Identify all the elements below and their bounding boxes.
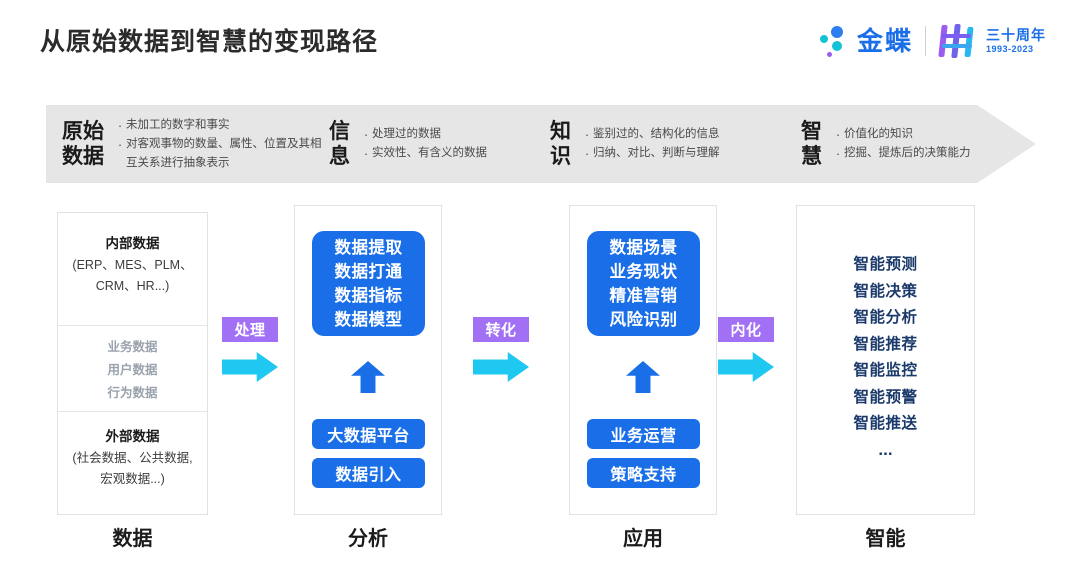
application-capability-box: 数据场景 业务现状 精准营销 风险识别	[587, 231, 700, 336]
segment-divider	[58, 325, 207, 326]
column-label-data: 数据	[112, 528, 153, 550]
card-analysis: 数据提取 数据打通 数据指标 数据模型 大数据平台 数据引入	[294, 205, 442, 515]
right-arrow-icon	[718, 352, 774, 382]
anniversary-label: 三十周年	[986, 27, 1046, 43]
column-label-application: 应用	[623, 528, 663, 550]
bullet-dot: ·	[363, 146, 369, 161]
card-data: 内部数据 (ERP、MES、PLM、 CRM、HR...) 业务数据 用户数据 …	[57, 212, 208, 515]
bullet-text: 处理过的数据	[372, 128, 441, 140]
list-item: 智能决策	[853, 282, 918, 300]
stage-banner-arrow	[46, 105, 1036, 183]
bullet-dot: ·	[117, 136, 123, 152]
up-arrow-icon	[351, 361, 385, 393]
stage-bullets: ·鉴别过的、结构化的信息 ·归纳、对比、判断与理解	[581, 125, 720, 163]
list-ellipsis: ...	[878, 439, 893, 459]
stage-bullets: ·价值化的知识 ·挖掘、提炼后的决策能力	[832, 125, 971, 163]
bullet-dot: ·	[835, 146, 841, 161]
segment-subtitle-line2: 宏观数据...)	[100, 472, 165, 486]
box-line: 数据指标	[334, 286, 403, 305]
segment-external-data: 外部数据 (社会数据、公共数据, 宏观数据...)	[58, 426, 207, 490]
stage-name: 原始数据	[62, 120, 104, 168]
column-label-intelligence: 智能	[865, 528, 906, 550]
anniversary-mark-icon	[938, 24, 978, 58]
bullet-dot: ·	[835, 127, 841, 142]
stage-name: 智慧	[801, 120, 822, 168]
stage-banner-content: 原始数据 ·未加工的数字和事实 ·对客观事物的数量、属性、位置及其相互关系进行抽…	[46, 105, 1036, 183]
bullet-text: 挖掘、提炼后的决策能力	[844, 147, 971, 159]
stage-name: 知识	[550, 120, 571, 168]
box-line: 数据打通	[334, 262, 403, 281]
connector-label: 内化	[718, 317, 774, 342]
bullet-dot: ·	[584, 127, 590, 142]
stage-name: 信息	[329, 120, 350, 168]
connector-label: 处理	[222, 317, 278, 342]
list-item: 智能推荐	[853, 335, 918, 353]
up-arrow-icon	[626, 361, 660, 393]
segment-item: 行为数据	[107, 386, 158, 400]
kingdee-logo: 金蝶 三十周年 1993-2023	[819, 22, 1046, 60]
stage-bullets: ·处理过的数据 ·实效性、有含义的数据	[360, 125, 487, 163]
column-label-analysis: 分析	[348, 528, 388, 550]
bullet-dot: ·	[363, 127, 369, 142]
segment-data-types: 业务数据 用户数据 行为数据	[58, 336, 207, 405]
box-line: 数据模型	[334, 310, 403, 329]
segment-subtitle-line2: CRM、HR...)	[95, 279, 170, 293]
list-item: 智能预警	[853, 388, 918, 406]
box-line: 精准营销	[609, 286, 678, 305]
connector-transform: 转化	[473, 317, 535, 384]
stage-wisdom: 智慧 ·价值化的知识 ·挖掘、提炼后的决策能力	[801, 105, 971, 183]
page-title: 从原始数据到智慧的变现路径	[40, 28, 379, 56]
box-line: 业务现状	[609, 262, 678, 281]
logo-brand-text: 金蝶	[856, 26, 913, 56]
segment-title: 外部数据	[105, 429, 160, 444]
box-line: 数据场景	[609, 238, 678, 257]
logo-divider	[925, 26, 926, 56]
card-intelligence: 智能预测 智能决策 智能分析 智能推荐 智能监控 智能预警 智能推送 ...	[796, 205, 975, 515]
bullet-dot: ·	[117, 117, 123, 133]
segment-divider	[58, 411, 207, 412]
anniversary-years: 1993-2023	[986, 44, 1034, 54]
card-application: 数据场景 业务现状 精准营销 风险识别 业务运营 策略支持	[569, 205, 717, 515]
box-line: 数据提取	[334, 238, 403, 257]
application-pill-1[interactable]: 业务运营	[587, 419, 700, 449]
box-line: 风险识别	[609, 310, 678, 329]
connector-internalize: 内化	[718, 317, 780, 384]
analysis-pill-2[interactable]: 数据引入	[312, 458, 425, 488]
segment-internal-data: 内部数据 (ERP、MES、PLM、 CRM、HR...)	[58, 233, 207, 297]
analysis-pill-1[interactable]: 大数据平台	[312, 419, 425, 449]
segment-title: 内部数据	[105, 236, 160, 251]
segment-item: 用户数据	[107, 363, 158, 377]
stage-bullets: ·未加工的数字和事实 ·对客观事物的数量、属性、位置及其相互关系进行抽象表示	[114, 116, 326, 173]
list-item: 智能推送	[853, 415, 918, 432]
right-arrow-icon	[473, 352, 529, 382]
intelligence-list: 智能预测 智能决策 智能分析 智能推荐 智能监控 智能预警 智能推送 ...	[797, 252, 974, 462]
bullet-text: 鉴别过的、结构化的信息	[593, 128, 720, 140]
list-item: 智能分析	[853, 309, 918, 326]
analysis-capability-box: 数据提取 数据打通 数据指标 数据模型	[312, 231, 425, 336]
connector-label: 转化	[473, 317, 529, 342]
connector-processing: 处理	[222, 317, 284, 384]
stage-raw-data: 原始数据 ·未加工的数字和事实 ·对客观事物的数量、属性、位置及其相互关系进行抽…	[62, 105, 326, 183]
segment-item: 业务数据	[107, 340, 158, 354]
bullet-text: 未加工的数字和事实	[126, 118, 230, 131]
list-item: 智能预测	[853, 256, 918, 273]
stage-knowledge: 知识 ·鉴别过的、结构化的信息 ·归纳、对比、判断与理解	[550, 105, 720, 183]
bullet-dot: ·	[584, 146, 590, 161]
application-pill-2[interactable]: 策略支持	[587, 458, 700, 488]
bullet-text: 实效性、有含义的数据	[372, 147, 487, 159]
right-arrow-icon	[222, 352, 278, 382]
bullet-text: 对客观事物的数量、属性、位置及其相互关系进行抽象表示	[126, 137, 322, 169]
logo-dots-icon	[819, 24, 853, 58]
list-item: 智能监控	[853, 362, 918, 379]
bullet-text: 归纳、对比、判断与理解	[593, 147, 720, 159]
anniversary-text: 三十周年 1993-2023	[986, 27, 1046, 55]
segment-subtitle-line1: (ERP、MES、PLM、	[72, 258, 193, 272]
stage-information: 信息 ·处理过的数据 ·实效性、有含义的数据	[329, 105, 487, 183]
bullet-text: 价值化的知识	[844, 128, 913, 140]
segment-subtitle-line1: (社会数据、公共数据,	[72, 451, 193, 465]
